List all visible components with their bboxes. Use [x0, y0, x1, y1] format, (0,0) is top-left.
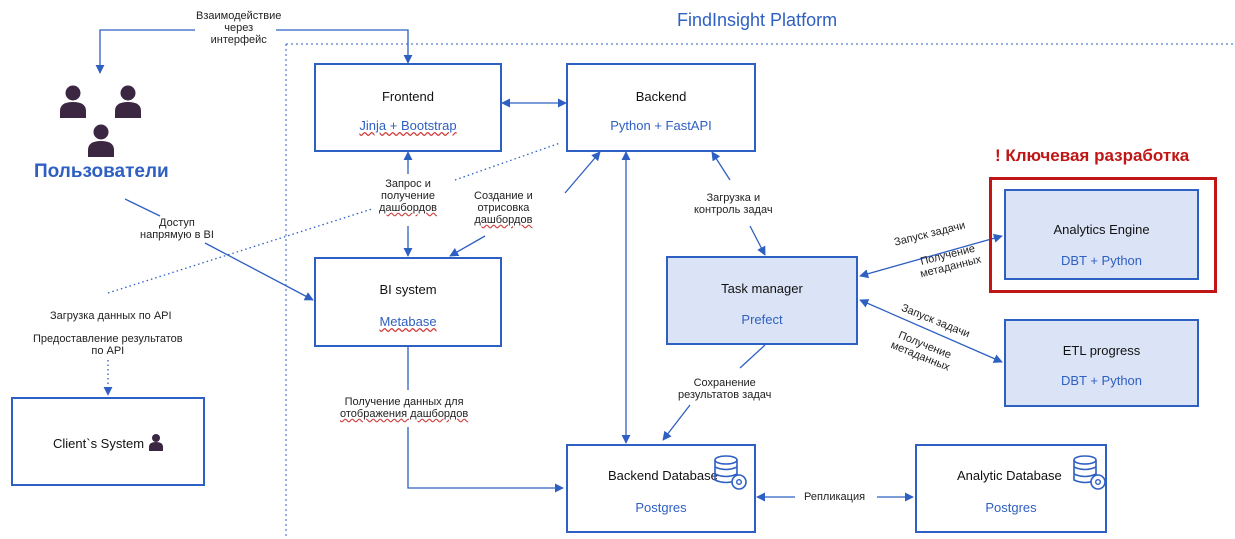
analytic-database-title: Analytic Database	[957, 468, 1062, 483]
etl-progress-box: ETL progress DBT + Python	[1004, 319, 1199, 407]
task-manager-box: Task manager Prefect	[666, 256, 858, 345]
key-development-title: ! Ключевая разработка	[995, 146, 1190, 165]
backend-stack: Python + FastAPI	[610, 118, 712, 133]
label-replication: Репликация	[804, 491, 866, 503]
key-development-frame	[989, 177, 1217, 293]
etl-progress-stack: DBT + Python	[1060, 373, 1143, 388]
analytic-database-stack: Postgres	[985, 500, 1037, 515]
users-title: Пользователи	[34, 161, 169, 182]
database-gear-icon	[714, 455, 747, 490]
client-system-box: Client`s System	[11, 397, 205, 486]
frontend-box: Frontend Jinja + Bootstrap	[314, 63, 502, 152]
backend-database-stack: Postgres	[635, 500, 687, 515]
backend-database-title: Backend Database	[608, 468, 718, 483]
bi-system-box: BI system Metabase	[314, 257, 502, 347]
person-icon	[149, 434, 163, 451]
backend-title: Backend	[635, 89, 687, 104]
person-icon	[88, 124, 114, 157]
frontend-title: Frontend	[381, 89, 435, 104]
etl-progress-title: ETL progress	[1062, 343, 1141, 358]
bi-system-title: BI system	[379, 282, 437, 297]
person-icon	[60, 85, 86, 118]
bi-system-stack: Metabase	[379, 314, 437, 329]
platform-title: FindInsight Platform	[677, 10, 838, 30]
backend-box: Backend Python + FastAPI	[566, 63, 756, 152]
analytics-engine-title: Analytics Engine	[1053, 222, 1150, 237]
person-icon	[115, 85, 141, 118]
analytic-database-box: Analytic Database Postgres	[915, 444, 1107, 533]
task-manager-stack: Prefect	[741, 312, 783, 327]
analytics-engine-stack: DBT + Python	[1060, 253, 1143, 268]
backend-database-box: Backend Database Postgres	[566, 444, 756, 533]
database-gear-icon	[1073, 455, 1106, 490]
frontend-stack: Jinja + Bootstrap	[359, 118, 457, 133]
label-api-load: Загрузка данных по API	[50, 310, 172, 322]
task-manager-title: Task manager	[721, 281, 803, 296]
analytics-engine-box: Analytics Engine DBT + Python	[1004, 189, 1199, 280]
client-system-title: Client`s System	[53, 436, 145, 451]
